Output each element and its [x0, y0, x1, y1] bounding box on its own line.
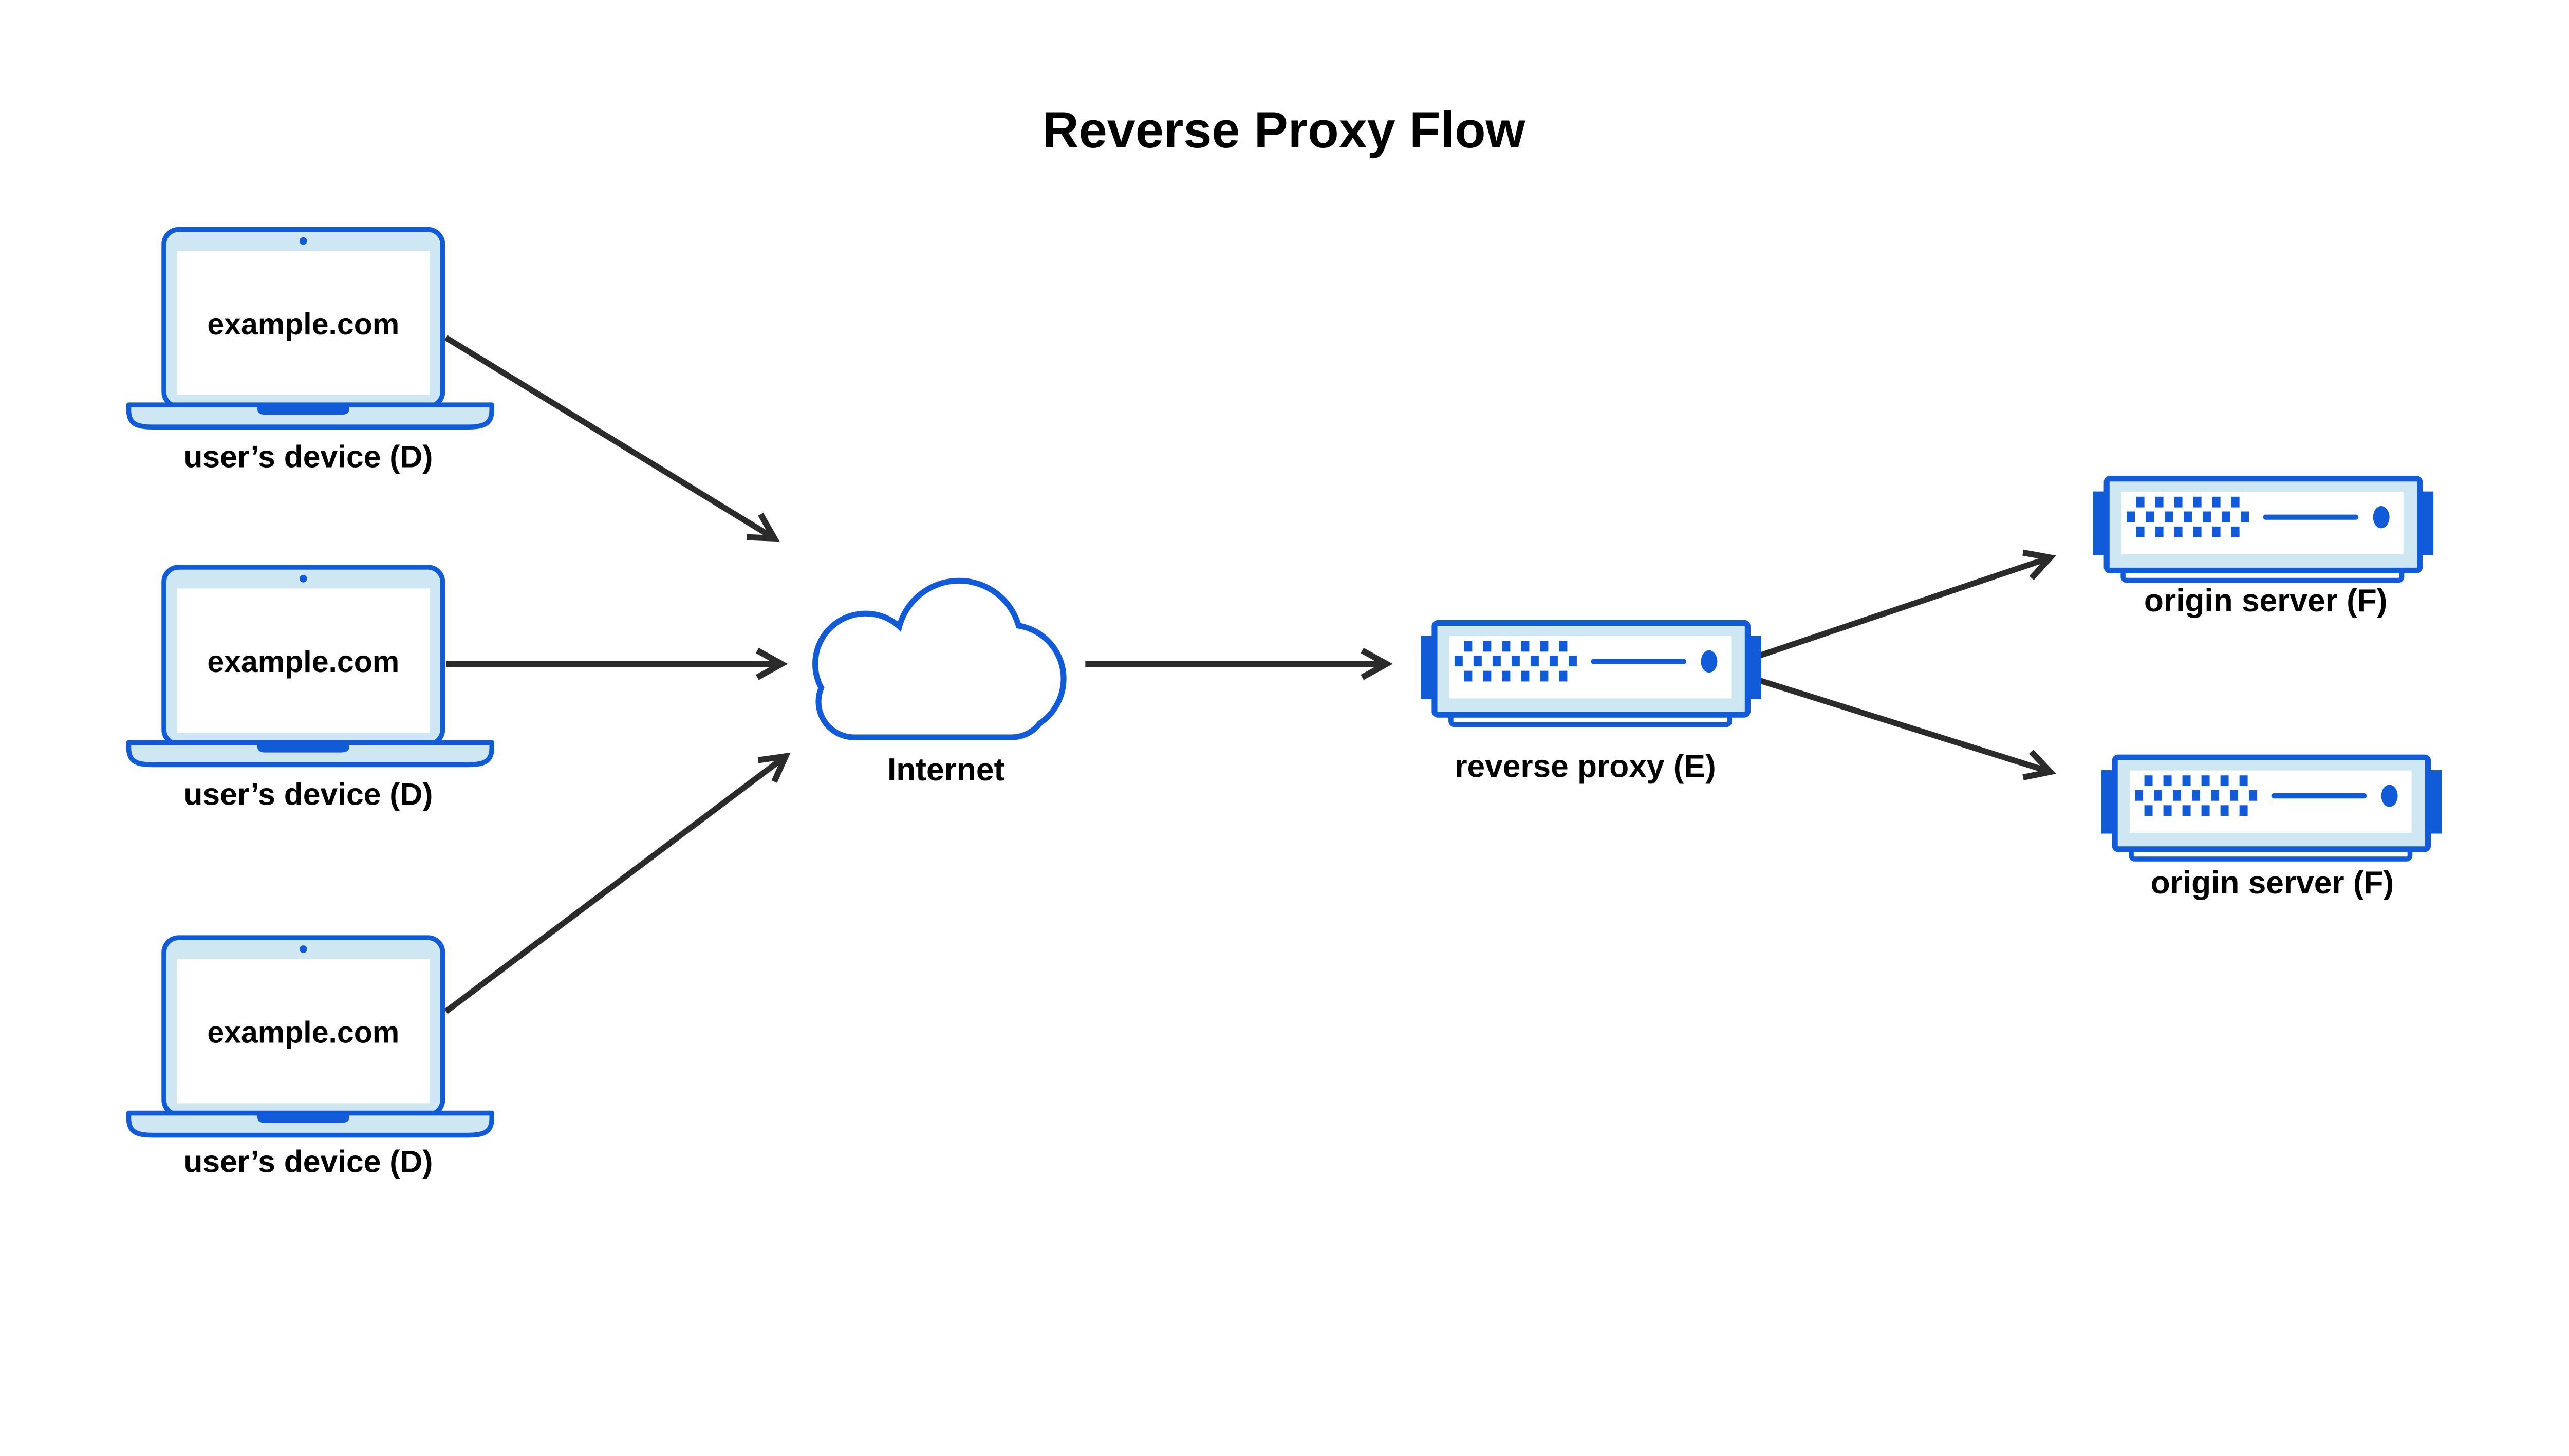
cloud-body	[818, 583, 1061, 735]
node-origin-server-1: origin server (F)	[2093, 479, 2433, 619]
arrow-proxy-to-origin2	[1758, 677, 2057, 780]
device3-label: user’s device (D)	[183, 1144, 433, 1179]
flow-arrows	[444, 335, 2057, 1014]
cloud-icon	[818, 584, 1060, 735]
node-user-device-1: example.com user’s device (D)	[128, 230, 492, 474]
server-icon	[2093, 479, 2433, 581]
node-user-device-3: example.com user’s device (D)	[128, 938, 492, 1179]
device2-label: user’s device (D)	[183, 777, 433, 812]
device2-screen-label: example.com	[207, 645, 399, 679]
diagram-canvas: Reverse Proxy Flow example.com user’s de…	[0, 101, 2569, 1179]
page-title: Reverse Proxy Flow	[1042, 101, 1525, 158]
node-user-device-2: example.com user’s device (D)	[128, 567, 492, 812]
arrow-device3-to-internet	[444, 752, 791, 1014]
arrow-proxy-to-origin1	[1758, 549, 2056, 659]
server-icon	[1421, 623, 1761, 725]
device1-label: user’s device (D)	[183, 439, 433, 474]
internet-label: Internet	[887, 752, 1004, 788]
arrow-device1-to-internet	[444, 335, 780, 542]
reverse-proxy-flow-diagram: Reverse Proxy Flow example.com user’s de…	[0, 101, 2569, 1179]
node-origin-server-2: origin server (F)	[2101, 757, 2442, 901]
server-icon	[2101, 757, 2442, 859]
reverse-proxy-label: reverse proxy (E)	[1455, 749, 1716, 784]
device1-screen-label: example.com	[207, 307, 399, 341]
node-reverse-proxy: reverse proxy (E)	[1421, 623, 1761, 784]
origin-server2-label: origin server (F)	[2151, 865, 2394, 901]
node-internet: Internet	[818, 584, 1060, 788]
device3-screen-label: example.com	[207, 1015, 399, 1049]
origin-server1-label: origin server (F)	[2144, 583, 2388, 619]
